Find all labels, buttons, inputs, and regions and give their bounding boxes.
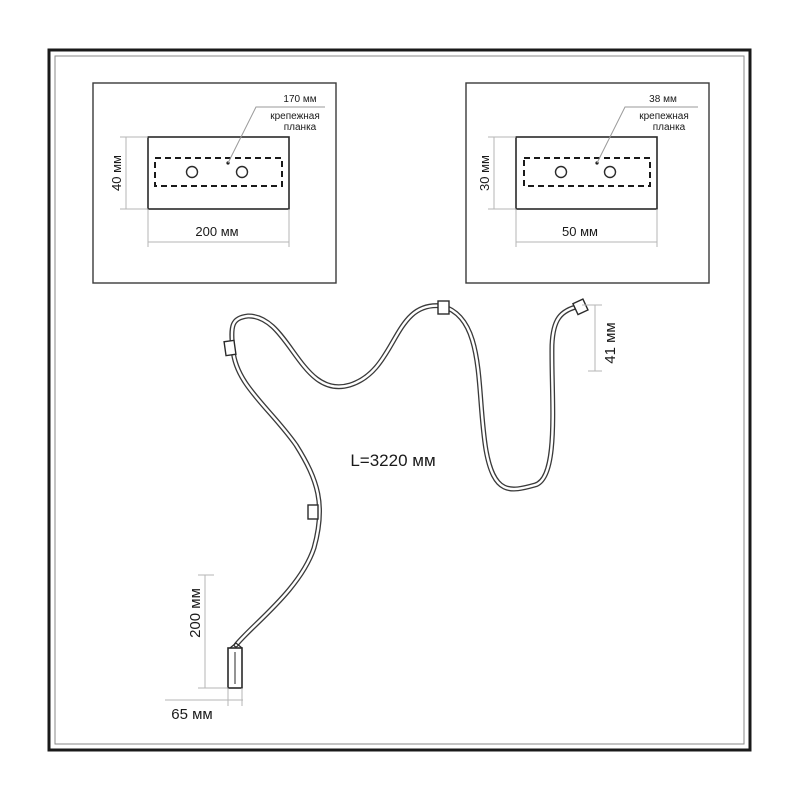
left-bar-name-1: крепежная [270, 111, 320, 122]
right-hole-2 [603, 165, 617, 179]
right-mounting-bar [523, 157, 651, 187]
right-height-label: 30 мм [477, 155, 492, 191]
left-fixture-body [147, 136, 290, 210]
right-bar-length: 38 мм [649, 94, 677, 105]
left-bar-leader [227, 106, 325, 164]
right-width-label: 50 мм [562, 224, 598, 239]
left-bar-name-2: планка [284, 122, 317, 133]
plug-width-label: 65 мм [171, 706, 212, 723]
cable-joint-2 [437, 300, 450, 315]
right-bar-leader [596, 106, 698, 164]
left-width-label: 200 мм [195, 224, 238, 239]
outer-frame [47, 48, 752, 752]
cable-end-cap [572, 298, 589, 316]
inner-frame [54, 55, 745, 745]
left-hole-1 [185, 165, 199, 179]
end-height-label: 41 мм [602, 322, 619, 363]
left-mounting-bar [154, 157, 283, 187]
left-height-label: 40 мм [109, 155, 124, 191]
left-hole-2 [235, 165, 249, 179]
right-hole-1 [554, 165, 568, 179]
plug-height-label: 200 мм [187, 588, 204, 638]
left-mount-view: 170 мм крепежная планка 40 мм 200 мм [92, 82, 337, 284]
cable-joint-3 [307, 504, 319, 520]
cable-length-label: L=3220 мм [350, 451, 435, 470]
cable-plug-neck [229, 642, 243, 649]
right-bar-name-2: планка [653, 122, 686, 133]
cable-joint-1 [223, 339, 237, 357]
cable-inner [230, 304, 582, 647]
right-bar-name-1: крепежная [639, 111, 689, 122]
right-fixture-body [515, 136, 658, 210]
cable-assembly: L=3220 мм [223, 298, 589, 689]
left-bar-length: 170 мм [283, 94, 316, 105]
right-mount-view: 38 мм крепежная планка 30 мм 50 мм [465, 82, 710, 284]
